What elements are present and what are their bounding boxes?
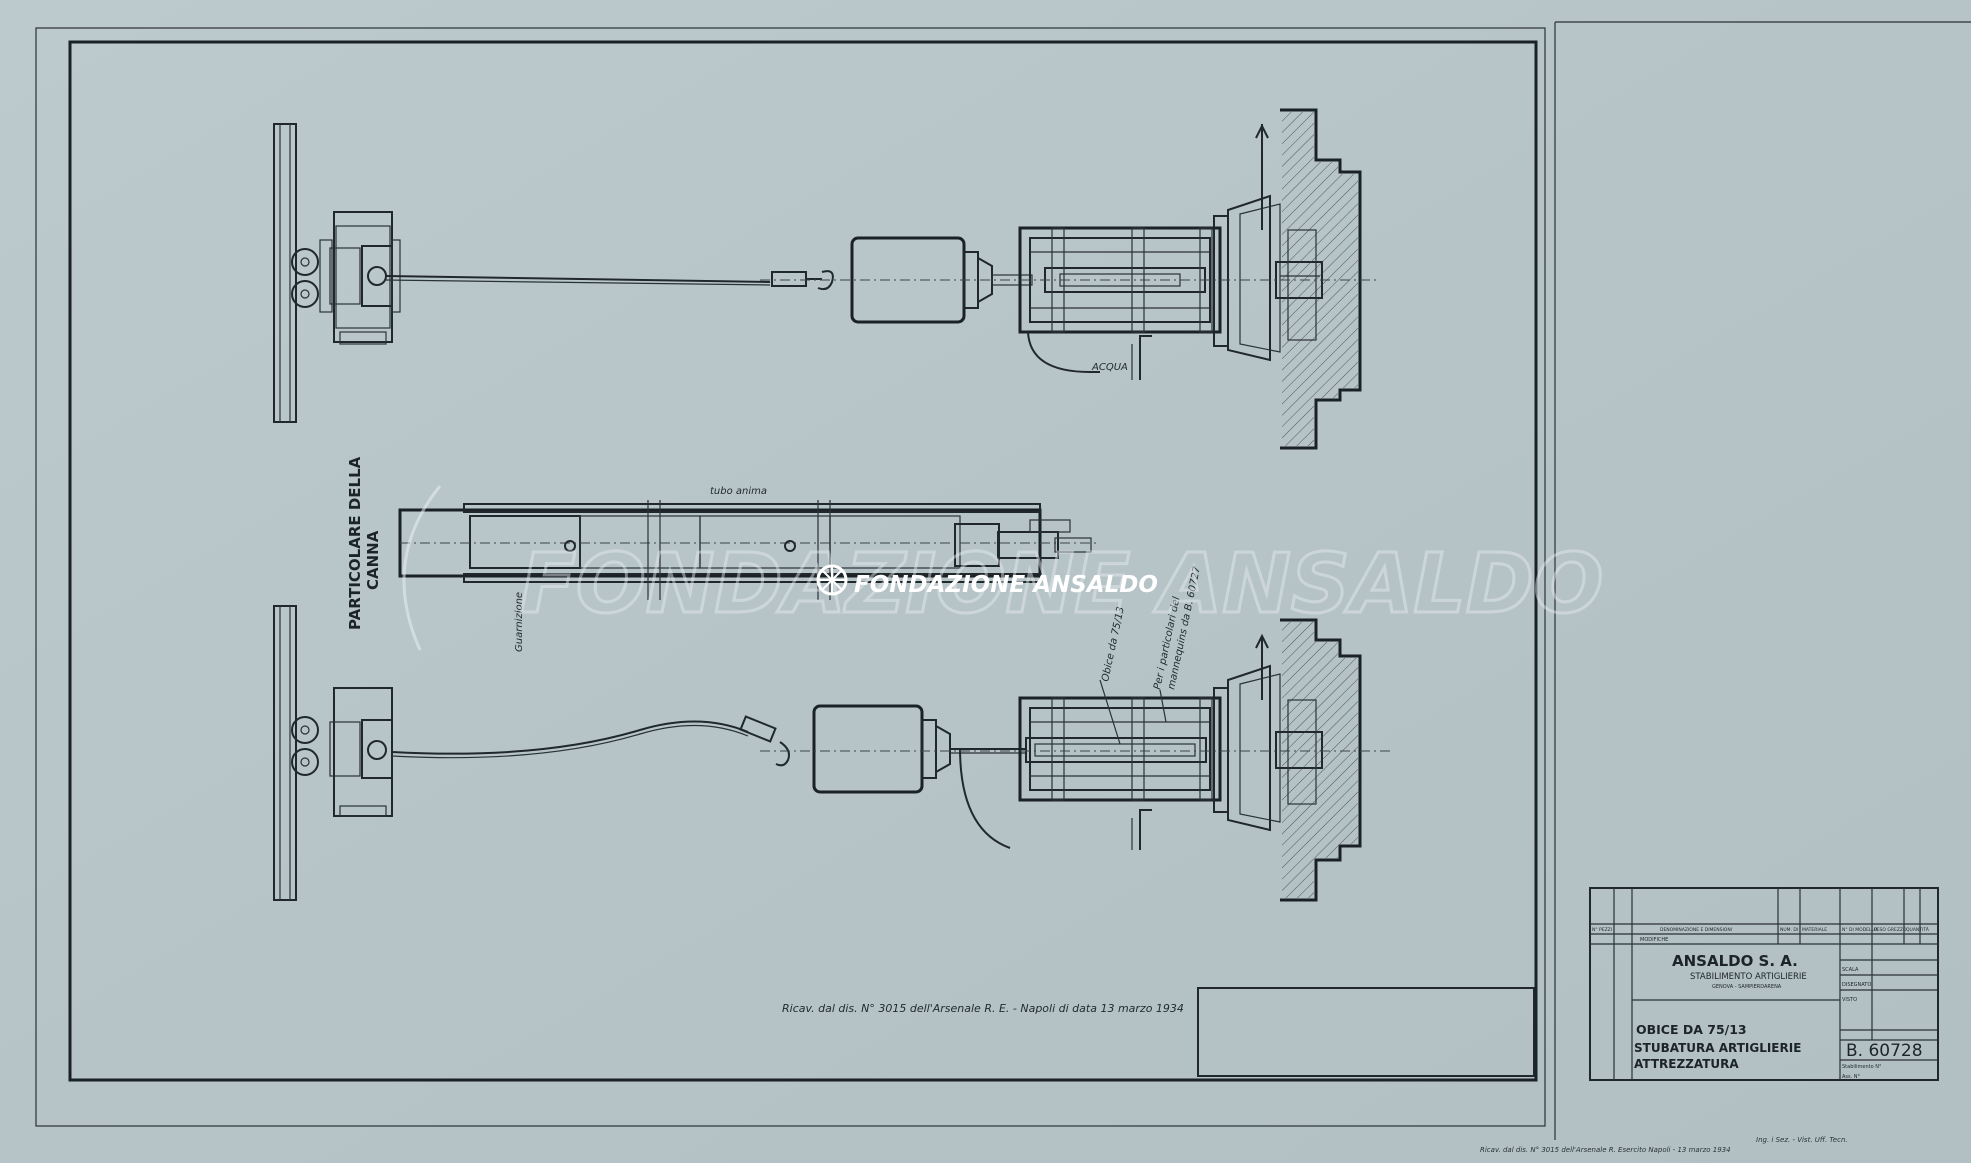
tb-footer-right: Ass. N°: [1842, 1074, 1861, 1080]
drawing-frame: [68, 40, 1538, 1082]
watermark: FONDAZIONE ANSALDO FONDAZIONE ANSALDO: [402, 485, 1605, 651]
note-tubo-anima: tubo anima: [710, 486, 767, 497]
tb-modifiche: MODIFICHE: [1640, 937, 1668, 943]
tb-side-disegnato: DISEGNATO: [1842, 982, 1871, 988]
fondazione-ansaldo-logo-icon: [816, 564, 848, 596]
tb-description-2: ATTREZZATURA: [1634, 1057, 1739, 1071]
tb-location: GENOVA - SAMPIERDARENA: [1712, 984, 1782, 990]
barrel-detail: tubo anima Guarnizione PARTICOLARE DELLA…: [346, 456, 1100, 652]
tb-header-7: QUANTITÀ: [1906, 926, 1930, 933]
bottom-copy-note: Ricav. dal dis. N° 3015 dell'Arsenale R.…: [1480, 1146, 1731, 1154]
watermark-large-text: FONDAZIONE ANSALDO: [520, 537, 1603, 632]
title-block: N° PEZZI DENOMINAZIONE E DIMENSIONI NUM.…: [1589, 887, 1939, 1081]
tb-header-1: N° PEZZI: [1592, 927, 1612, 933]
watermark-small-text: FONDAZIONE ANSALDO: [854, 572, 1158, 598]
note-acqua: ACQUA: [1091, 362, 1128, 373]
tb-header-2: DENOMINAZIONE E DIMENSIONI: [1660, 927, 1732, 933]
tb-header-6: PESO GREZZO: [1874, 927, 1907, 933]
section-label-line2: CANNA: [364, 530, 382, 590]
tb-drawing-number: B. 60728: [1846, 1041, 1923, 1061]
outer-border: [35, 27, 1546, 1127]
tb-header-4: MATERIALE: [1802, 927, 1827, 933]
tb-header-3: NUM. DI: [1780, 927, 1798, 933]
bottom-signature: Ing. i Sez. - Vist. Uff. Tecn.: [1756, 1136, 1848, 1144]
tb-side-visto: VISTO: [1842, 997, 1857, 1003]
blank-box: [1197, 987, 1535, 1077]
tb-description-1: STUBATURA ARTIGLIERIE: [1634, 1041, 1801, 1055]
tb-company: ANSALDO S. A.: [1672, 952, 1798, 970]
tb-side-scala: SCALA: [1842, 967, 1859, 973]
top-assembly: ACQUA: [273, 108, 1380, 450]
tb-object: OBICE DA 75/13: [1636, 1022, 1747, 1037]
section-label-line1: PARTICOLARE DELLA: [346, 456, 364, 630]
tb-plant: STABILIMENTO ARTIGLIERIE: [1690, 972, 1807, 982]
tb-footer-left: Stabilimento N°: [1842, 1064, 1882, 1070]
tb-header-5: N° DI MODELLO: [1842, 927, 1878, 933]
note-guarnizione: Guarnizione: [514, 592, 525, 652]
reference-note: Ricav. dal dis. N° 3015 dell'Arsenale R.…: [782, 1002, 1184, 1015]
